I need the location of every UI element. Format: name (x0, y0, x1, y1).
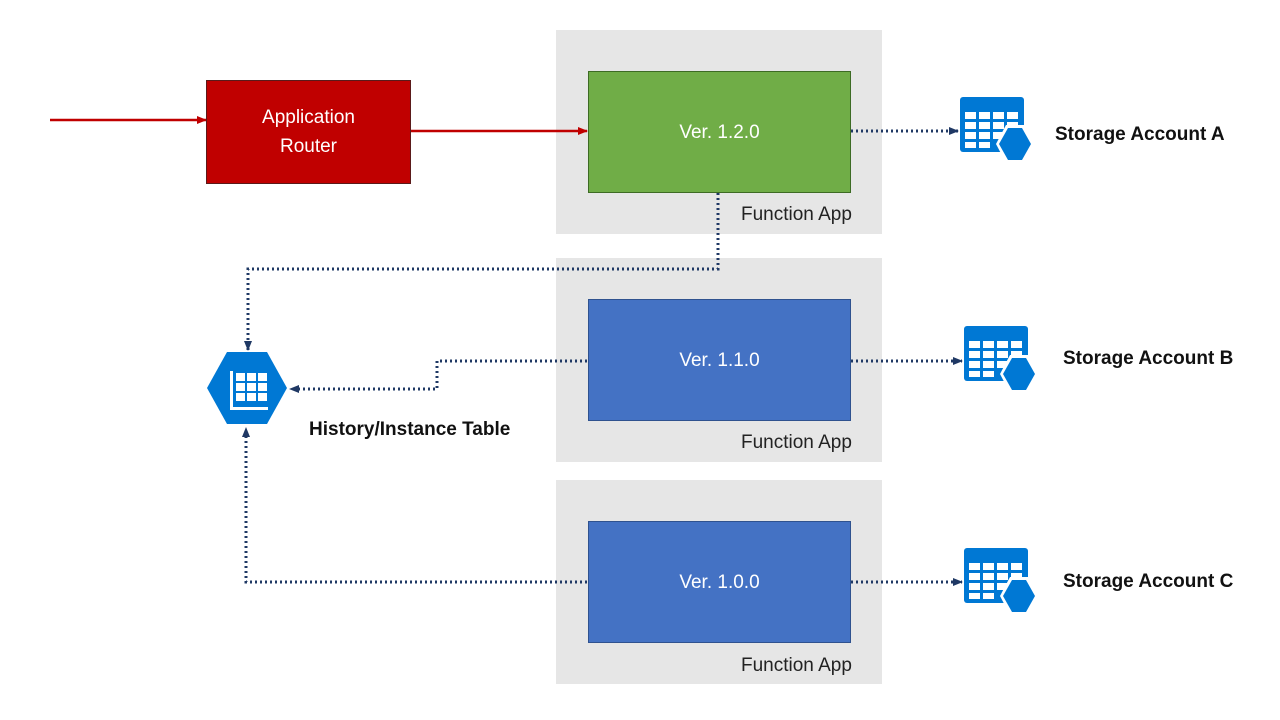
version-box-1-2-0: Ver. 1.2.0 (588, 71, 851, 193)
v100-to-history-arrow (242, 427, 587, 584)
v110-to-history-arrow (289, 359, 587, 393)
storage-account-b-label: Storage Account B (1063, 348, 1234, 369)
application-router-box: Application Router (206, 80, 411, 184)
v120-to-history-arrow (244, 193, 720, 351)
storage-table-icon-a (960, 97, 1034, 163)
version-label: Ver. 1.1.0 (679, 349, 760, 371)
version-label: Ver. 1.2.0 (679, 121, 760, 143)
history-instance-table-label: History/Instance Table (309, 419, 511, 440)
version-box-1-0-0: Ver. 1.0.0 (588, 521, 851, 643)
function-app-label-3: Function App (741, 655, 852, 676)
storage-account-c-label: Storage Account C (1063, 571, 1234, 592)
version-box-1-1-0: Ver. 1.1.0 (588, 299, 851, 421)
version-label: Ver. 1.0.0 (679, 571, 760, 593)
function-app-label-1: Function App (741, 204, 852, 225)
storage-account-a-label: Storage Account A (1055, 124, 1225, 145)
table-hexagon-icon (207, 352, 287, 424)
router-label-line2: Router (279, 136, 338, 157)
router-label-line1: Application (262, 107, 355, 128)
storage-table-icon-b (964, 326, 1038, 393)
function-app-label-2: Function App (741, 432, 852, 453)
storage-table-icon-c (964, 548, 1038, 615)
